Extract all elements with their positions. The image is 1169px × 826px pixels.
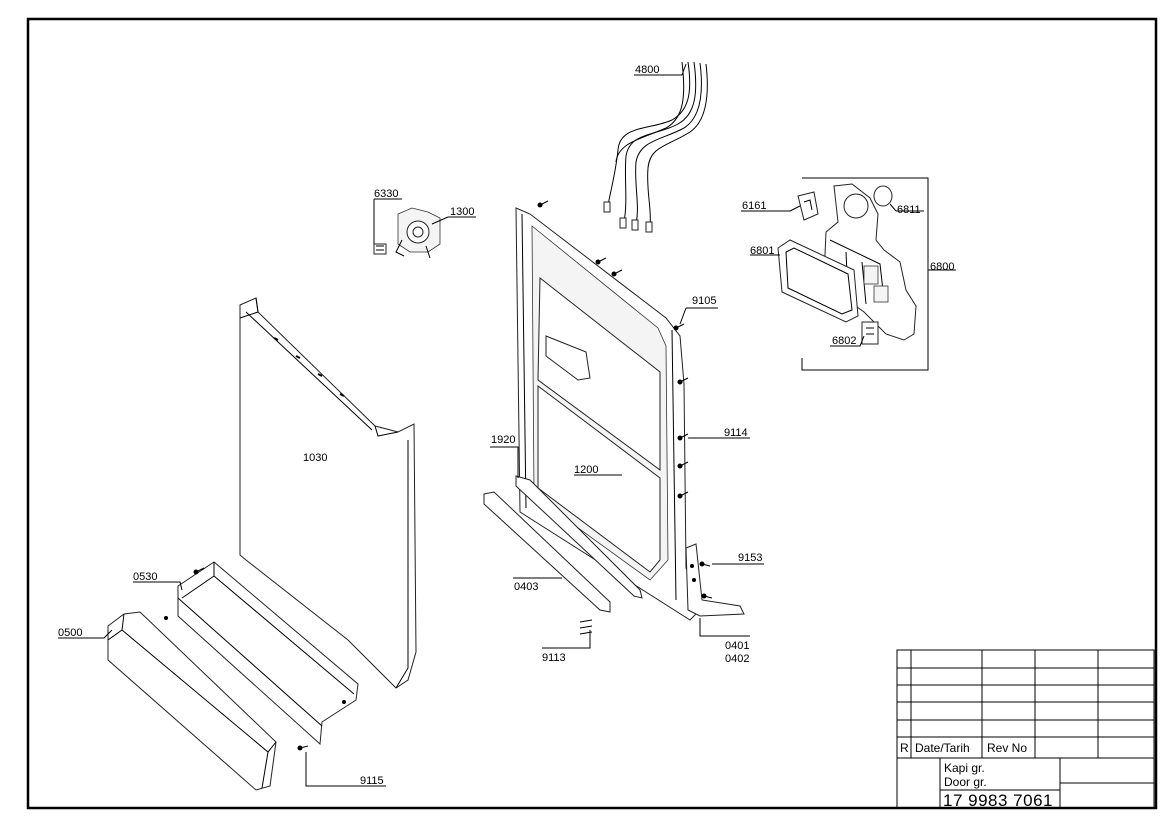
- title-block-description-en: Door gr.: [944, 775, 987, 789]
- callout-1920: 1920: [491, 434, 515, 446]
- title-block-drawing-number: 17 9983 7061: [943, 791, 1053, 810]
- kick-plate-bracket: [164, 561, 359, 746]
- callout-0402: 0402: [725, 653, 749, 665]
- screws: [193, 200, 713, 751]
- drawing-frame: [26, 17, 1158, 810]
- plinth-panel: [107, 611, 277, 791]
- hinge-rail: [483, 491, 611, 613]
- door-seal-strip: [515, 475, 643, 599]
- callout-9113: 9113: [542, 652, 566, 664]
- callout-6161: 6161: [742, 200, 766, 212]
- callout-6801: 6801: [750, 245, 774, 257]
- title-block-rev-header: R: [900, 741, 909, 755]
- callout-9153: 9153: [738, 552, 762, 564]
- callout-0500: 0500: [58, 627, 82, 639]
- title-block-date-header: Date/Tarih: [915, 741, 970, 755]
- callout-1030: 1030: [303, 452, 327, 464]
- callout-0401: 0401: [725, 640, 749, 652]
- callout-0403: 0403: [514, 581, 538, 593]
- callout-9115: 9115: [360, 775, 384, 787]
- callout-1200: 1200: [574, 464, 598, 476]
- outer-door-panel: [239, 297, 417, 689]
- title-block-revno-header: Rev No: [987, 741, 1027, 755]
- door-clip-assembly: [373, 207, 441, 259]
- callout-6811: 6811: [897, 204, 921, 216]
- detergent-dispenser: [777, 183, 917, 345]
- callout-1300: 1300: [450, 206, 474, 218]
- wiring-harness: [603, 61, 708, 233]
- callout-6330: 6330: [374, 188, 398, 200]
- callout-labels: 4800 6330 1300 6161 6811 6801 6800 6802 …: [58, 64, 954, 787]
- callout-9105: 9105: [692, 295, 716, 307]
- callout-4800: 4800: [635, 64, 659, 76]
- title-block-description-tr: Kapi gr.: [944, 761, 985, 775]
- leader-lines: [58, 63, 956, 787]
- title-block: R Date/Tarih Rev No Kapi gr. Door gr. 17…: [896, 649, 1155, 810]
- screw-9105: [673, 323, 685, 331]
- callout-6800: 6800: [930, 261, 954, 273]
- callout-6802: 6802: [832, 335, 856, 347]
- callout-9114: 9114: [724, 427, 748, 439]
- callout-0530: 0530: [133, 571, 157, 583]
